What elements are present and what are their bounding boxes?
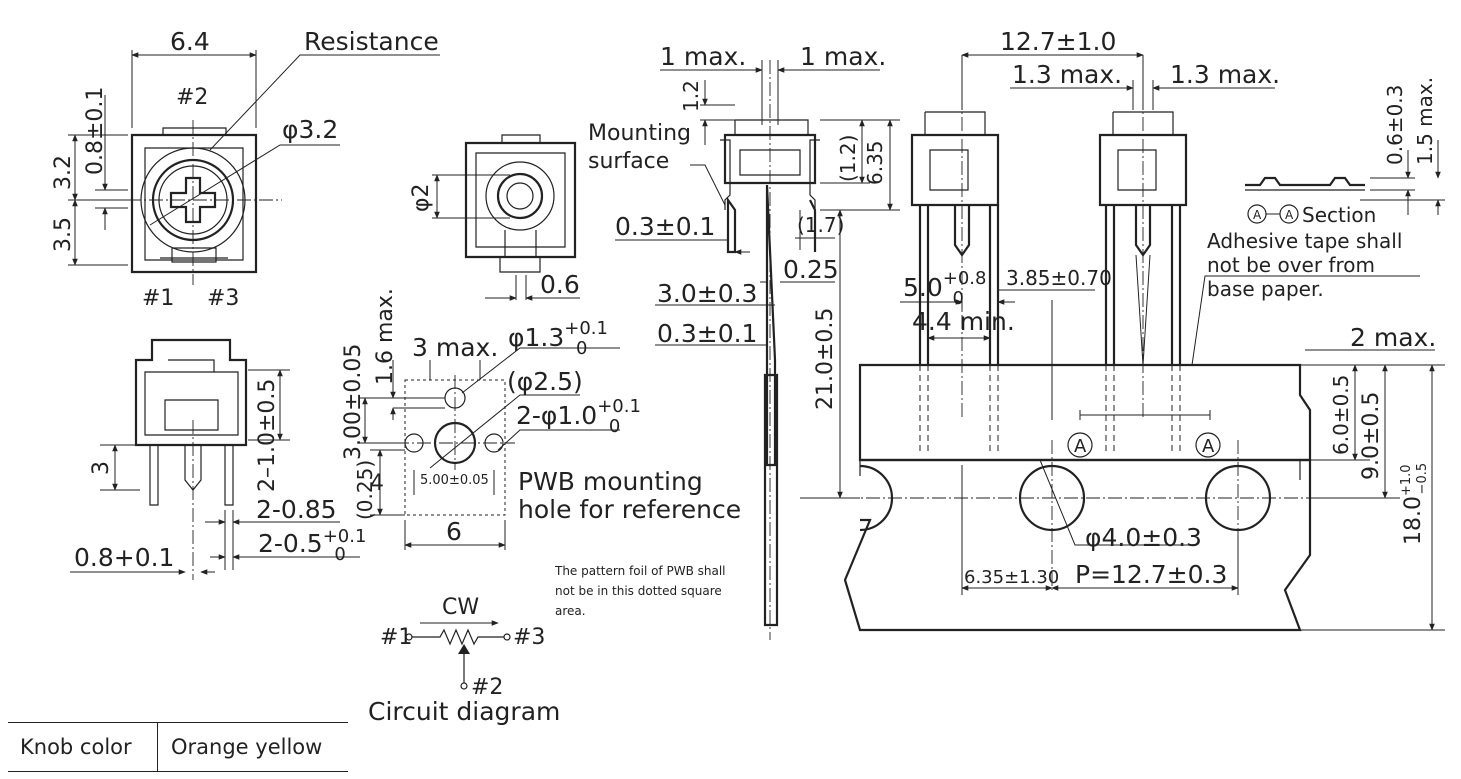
dia-1-3-main: φ1.3 bbox=[508, 323, 564, 352]
dia-1-3-sup: +0.1 bbox=[564, 318, 608, 339]
dim-6-4: 6.4 bbox=[170, 27, 210, 56]
dia-3-2: φ3.2 bbox=[282, 115, 338, 144]
dim-0-8: 0.8±0.1 bbox=[83, 87, 108, 175]
dim-1-max-left: 1 max. bbox=[660, 42, 746, 71]
section-mark-a2: A bbox=[1285, 208, 1294, 222]
dim-2-0-85: 2-0.85 bbox=[256, 495, 337, 524]
circuit-pin2: #2 bbox=[471, 675, 503, 700]
section-a-right: A bbox=[1202, 436, 1215, 457]
resistance-label: Resistance bbox=[304, 27, 439, 56]
dim-6-35-tape: 6.35±1.30 bbox=[964, 567, 1059, 588]
dim-2-max: 2 max. bbox=[1350, 323, 1436, 352]
dim-5-00: 5.00±0.05 bbox=[420, 473, 489, 488]
dim-0-25-side: 0.25 bbox=[783, 255, 839, 284]
circuit-cw: CW bbox=[442, 595, 479, 620]
dim-18-0-sup: +1.0 bbox=[1399, 464, 1414, 496]
circuit-pin3: #3 bbox=[513, 625, 545, 650]
dim-21-0: 21.0±0.5 bbox=[813, 308, 838, 410]
dim-2-1-0: 2–1.0±0.5 bbox=[255, 379, 280, 492]
dia-1-0-sub: 0 bbox=[609, 416, 620, 437]
dim-5-0-sup: +0.8 bbox=[943, 268, 987, 289]
dim-1-6-max: 1.6 max. bbox=[373, 288, 398, 385]
dim-0-25: (0.25) bbox=[353, 460, 377, 520]
pwb-hole-pattern bbox=[360, 347, 620, 550]
dim-6: 6 bbox=[446, 517, 462, 546]
adhesive-line1: Adhesive tape shall bbox=[1207, 229, 1402, 253]
dim-2-0-5-main: 2-0.5 bbox=[258, 529, 323, 558]
dim-1-7: (1.7) bbox=[797, 213, 844, 237]
dim-3-5: 3.5 bbox=[51, 217, 76, 252]
dim-1-max-right: 1 max. bbox=[800, 42, 886, 71]
knob-color-table: Knob color Orange yellow bbox=[8, 722, 348, 772]
dim-2-0-5-sup: +0.1 bbox=[323, 526, 367, 547]
front-view bbox=[68, 50, 440, 285]
dia-2: φ2 bbox=[409, 183, 434, 212]
dia-1-0-sup: +0.1 bbox=[597, 396, 641, 417]
adhesive-line3: base paper. bbox=[1207, 277, 1324, 301]
dim-0-6: 0.6 bbox=[540, 270, 580, 299]
section-label: Section bbox=[1302, 203, 1376, 227]
section-a-left: A bbox=[1074, 436, 1087, 457]
pin-3-label: #3 bbox=[207, 286, 239, 311]
knob-color-value: Orange yellow bbox=[171, 735, 323, 759]
dim-12-7: 12.7±1.0 bbox=[1000, 27, 1116, 56]
dim-2-0-5-sub: 0 bbox=[334, 544, 345, 565]
dim-0-6-section: 0.6±0.3 bbox=[1383, 85, 1407, 165]
dim-0-8-bottom: 0.8+0.1 bbox=[74, 543, 174, 572]
pwb-note-line2: not be in this dotted square bbox=[555, 584, 722, 598]
section-mark-a1: A bbox=[1253, 208, 1262, 222]
dim-0-3-b: 0.3±0.1 bbox=[657, 319, 757, 348]
pwb-label-line1: PWB mounting bbox=[518, 467, 703, 496]
dim-6-0: 6.0±0.5 bbox=[1329, 375, 1353, 455]
dim-5-0-sub: 0 bbox=[952, 288, 963, 309]
dim-1-3-max-right: 1.3 max. bbox=[1170, 60, 1280, 89]
dia-1-0-main: 2-φ1.0 bbox=[516, 401, 597, 430]
circuit-pin1: #1 bbox=[380, 625, 412, 650]
dim-1-2-paren: (1.2) bbox=[836, 135, 860, 182]
dim-3-max: 3 max. bbox=[412, 333, 498, 362]
side-view bbox=[615, 60, 900, 640]
bottom-view bbox=[70, 338, 360, 580]
dim-3-bottom: 3 bbox=[89, 461, 114, 475]
dim-18-0: 18.0+1.0−0.5 bbox=[1399, 463, 1430, 545]
dim-6-35: 6.35 bbox=[863, 140, 887, 185]
dim-1-5-max: 1.5 max. bbox=[1413, 77, 1437, 165]
dim-18-0-sub: −0.5 bbox=[1415, 463, 1430, 495]
dim-4: 4 bbox=[370, 471, 384, 496]
mounting-line2: surface bbox=[588, 149, 669, 174]
mounting-line1: Mounting bbox=[588, 121, 691, 146]
dim-5-0-main: 5.0 bbox=[903, 273, 943, 302]
dim-3-0: 3.0±0.3 bbox=[657, 279, 757, 308]
circuit-caption: Circuit diagram bbox=[368, 697, 560, 726]
dim-1-2: 1.2 bbox=[679, 80, 703, 112]
dim-0-3-a: 0.3±0.1 bbox=[615, 212, 715, 241]
dia-2-5: (φ2.5) bbox=[507, 367, 583, 396]
top-view bbox=[432, 134, 580, 301]
dim-18-0-main: 18.0 bbox=[1401, 496, 1426, 545]
dim-pitch: P=12.7±0.3 bbox=[1075, 560, 1227, 589]
dim-4-4-min: 4.4 min. bbox=[912, 307, 1015, 336]
knob-color-label: Knob color bbox=[8, 723, 158, 771]
taping-view bbox=[800, 52, 1445, 632]
circuit-diagram bbox=[405, 620, 511, 690]
dia-4-0: φ4.0±0.3 bbox=[1085, 523, 1202, 552]
pwb-label-line2: hole for reference bbox=[518, 495, 741, 524]
dim-3-85: 3.85±0.70 bbox=[1006, 266, 1112, 290]
dia-1-3-sub: 0 bbox=[576, 338, 587, 359]
pwb-note-line3: area. bbox=[555, 604, 586, 618]
dim-3-2: 3.2 bbox=[51, 155, 76, 190]
dim-1-3-max-left: 1.3 max. bbox=[1012, 60, 1122, 89]
pin-2-label: #2 bbox=[176, 85, 208, 110]
pwb-note-line1: The pattern foil of PWB shall bbox=[554, 564, 726, 578]
dim-3-00: 3.00±0.05 bbox=[341, 344, 366, 460]
pin-1-label: #1 bbox=[142, 286, 174, 311]
adhesive-line2: not be over from bbox=[1207, 253, 1375, 277]
dim-9-0: 9.0±0.5 bbox=[1359, 392, 1384, 480]
